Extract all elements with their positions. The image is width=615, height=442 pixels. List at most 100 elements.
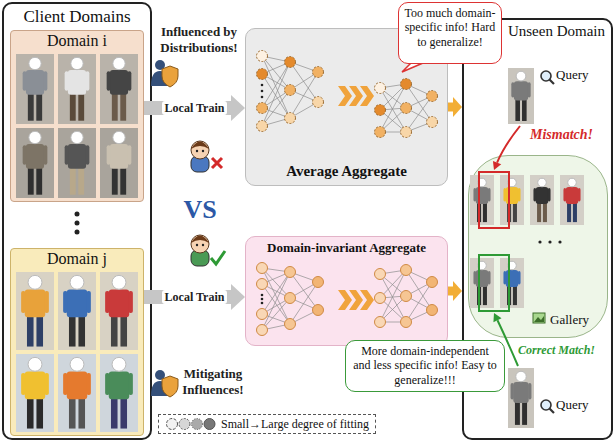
edge-label: Local Train [162,290,228,304]
person-photo [58,272,96,350]
face-mask [28,275,42,289]
leg [120,397,127,428]
network-neuron [257,279,268,290]
torso [68,144,86,169]
network-neuron [427,117,438,128]
leg [70,93,76,121]
leg [513,203,517,222]
photo-background [508,68,534,124]
aggregate-title: Domain-invariant Aggregate [252,240,441,256]
arm [528,383,531,400]
vs-text: VS [172,194,228,225]
face-mask [70,275,84,289]
annotation: Mitigating Influences! [178,366,248,397]
network-neuron [313,277,324,288]
result-label: Mismatch! [530,127,608,144]
mismatch-box [479,172,509,228]
photo-background [560,175,584,225]
arrowhead [231,284,245,310]
ellipsis-dot [261,298,264,301]
result-label: Correct Match! [518,343,610,357]
face-mask [112,275,126,289]
arm [65,71,69,91]
network-neuron [313,67,324,78]
leg [522,99,527,121]
query-label: Query [556,397,606,413]
network-neuron [257,263,268,274]
leg [69,397,76,428]
network-neuron [401,79,412,90]
kid-hair [191,142,209,150]
photo-background [16,128,54,198]
network-neuron [257,309,268,320]
arm [44,291,48,313]
leg [537,203,541,222]
leg [522,401,527,425]
leg [36,93,42,121]
person-photo [58,128,96,198]
arm [44,373,48,395]
arm [23,145,27,165]
connector-shaft [448,287,453,296]
shield-icon [151,60,178,87]
person-photo [508,368,534,428]
leg [515,99,520,121]
torso [506,270,519,287]
network-neuron [401,265,412,276]
connector-shaft [144,101,231,115]
match-box [479,255,509,311]
photo-background [100,272,138,350]
arm [86,291,90,313]
arm [518,188,521,202]
arm [21,373,25,395]
person-photo [470,258,494,308]
face-mask [113,57,125,69]
person-photo [16,128,54,198]
arrowhead [453,281,462,301]
label-holder: Correct Match! [518,343,610,357]
network-neuron [375,105,386,116]
torso [506,187,519,204]
arm [503,188,506,202]
person-photo [16,354,54,432]
person-photo [100,54,138,124]
network-neuron [427,305,438,316]
torso [26,70,44,95]
person-photo [100,272,138,350]
person-photo [16,54,54,124]
leg [513,286,517,305]
arm [528,82,531,97]
network-neuron [257,121,268,132]
person-photo [500,258,524,308]
leg [120,315,127,346]
connector-arrow [144,95,245,121]
connector-arrow [144,284,245,310]
magnifier-lens [541,400,551,410]
photo-background [100,354,138,432]
ellipsis-dot [75,221,80,226]
leg [28,93,34,121]
leg [78,93,84,121]
torso [514,81,528,100]
arm [128,291,132,313]
label-holder: Query [556,67,606,83]
network-neuron [285,85,296,96]
ellipsis-dot [538,240,541,243]
network-neuron [375,317,386,328]
photo-background [530,175,554,225]
leg [78,315,85,346]
ellipsis-dot [548,240,551,243]
arm [63,373,67,395]
ellipsis-dot [261,302,264,305]
leg [111,315,118,346]
face-mask [28,357,42,371]
arm [85,71,89,91]
leg [112,167,118,195]
arm [518,271,521,285]
leg [567,203,571,222]
arm [548,188,551,202]
photo-background [500,258,524,308]
kid-eye [196,150,198,152]
torso [67,372,87,400]
